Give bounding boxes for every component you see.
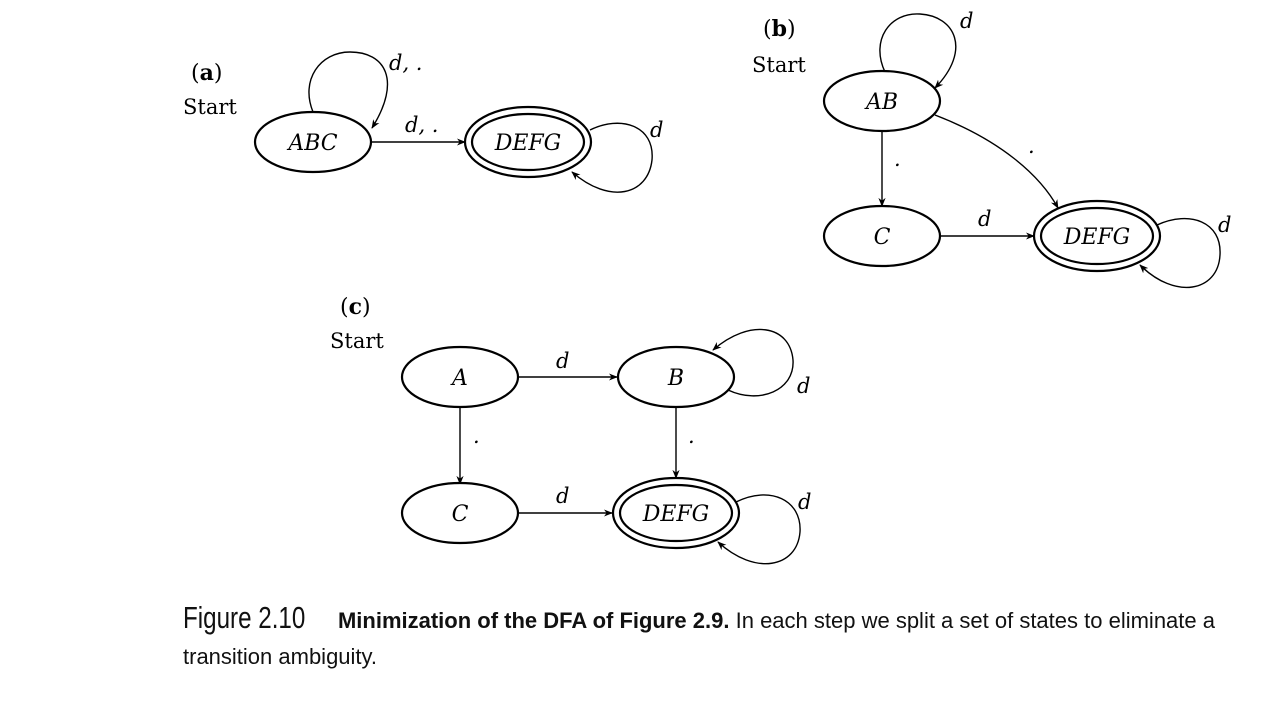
figure-number: Figure 2.10 — [183, 600, 306, 635]
state-b — [616, 345, 736, 409]
edge-label-abc-self: d, . — [389, 51, 422, 75]
edge-label-defg-self-a: d — [650, 118, 663, 142]
state-a — [400, 345, 520, 409]
panel-a-start-label: Start — [183, 95, 237, 119]
edge-label-ab-defg: . — [1028, 134, 1035, 158]
state-label-c-b: C — [874, 225, 891, 250]
state-label-abc: ABC — [286, 131, 337, 156]
panel-c: (c) Start d d . . d d A B C DEFG — [330, 294, 811, 565]
panel-c-start-label: Start — [330, 329, 384, 353]
panel-b-start-label: Start — [752, 53, 806, 77]
state-label-defg-a: DEFG — [494, 131, 562, 156]
state-label-defg-c: DEFG — [642, 502, 710, 527]
figure-caption: Figure 2.10 Minimization of the DFA of F… — [183, 600, 1253, 675]
state-label-a: A — [450, 366, 468, 391]
figure-description: In each step we split a set of states to… — [183, 608, 1215, 669]
edge-label-defg-self-b: d — [1218, 213, 1231, 237]
edge-defg-self-loop-a — [571, 122, 653, 193]
panel-a-heading: (a) — [191, 60, 222, 86]
state-label-b: B — [667, 366, 684, 391]
edge-ab-to-defg — [934, 114, 1059, 209]
edge-label-abc-defg: d, . — [405, 113, 438, 137]
state-c-b — [822, 204, 942, 268]
edge-label-defg-self-c: d — [798, 490, 811, 514]
state-label-c-c: C — [452, 502, 469, 527]
panel-c-heading: (c) — [340, 294, 371, 320]
panel-a-letter: a — [200, 60, 214, 86]
panel-c-letter: c — [349, 294, 362, 320]
state-ab — [822, 69, 942, 133]
state-abc — [253, 110, 373, 174]
state-defg-b-inner — [1039, 206, 1155, 266]
edge-label-c-defg-c: d — [556, 484, 569, 508]
figure-title: Minimization of the DFA of Figure 2.9. — [337, 608, 730, 633]
edge-label-b-defg: . — [688, 424, 695, 448]
edge-abc-self-loop — [308, 51, 389, 129]
panel-a: (a) Start d, . d, . d ABC DEFG — [183, 51, 663, 193]
edge-defg-self-loop-c — [717, 494, 801, 565]
state-label-defg-b: DEFG — [1063, 225, 1131, 250]
edge-label-c-defg-b: d — [978, 207, 991, 231]
state-defg-a-inner — [470, 112, 586, 172]
edge-defg-self-loop-b — [1139, 217, 1221, 289]
edge-label-ab-c: . — [894, 147, 901, 171]
edge-label-a-b: d — [556, 349, 569, 373]
edge-b-self-loop — [712, 328, 794, 397]
edge-ab-self-loop — [879, 13, 957, 89]
panel-b-letter: b — [772, 16, 787, 42]
state-defg-c-inner — [618, 483, 734, 543]
edge-label-a-c: . — [473, 424, 480, 448]
state-label-ab: AB — [864, 90, 898, 115]
edge-label-ab-self: d — [960, 9, 973, 33]
edge-label-b-self: d — [797, 374, 810, 398]
panel-b-heading: (b) — [763, 16, 796, 42]
state-c-c — [400, 481, 520, 545]
panel-b: (b) Start d . . d d AB C DEFG — [752, 9, 1231, 289]
